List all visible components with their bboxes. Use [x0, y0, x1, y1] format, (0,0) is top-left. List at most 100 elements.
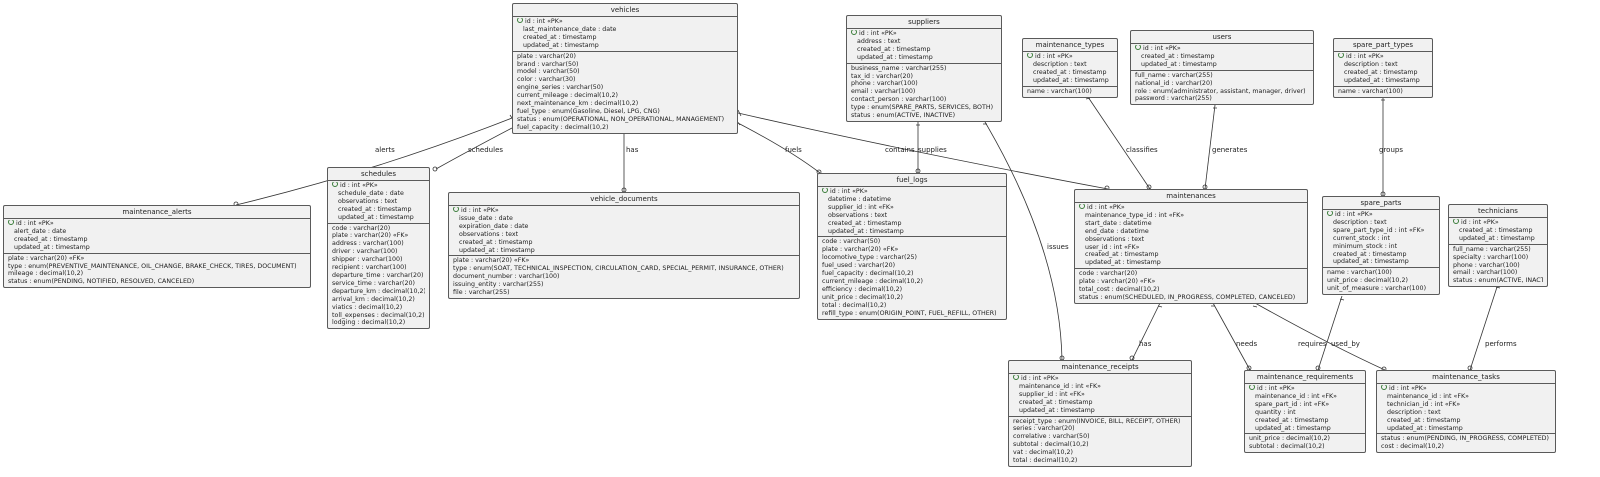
entity-title: users	[1131, 31, 1313, 44]
key-section-row: created_at : timestamp	[1327, 251, 1435, 259]
field-text: updated_at : timestamp	[14, 243, 90, 251]
attribute-row: arrival_km : decimal(10,2)	[332, 295, 415, 303]
field-text: description : text	[1033, 60, 1087, 68]
key-section-row: created_at : timestamp	[1013, 399, 1187, 407]
field-text: id : int «PK»	[1257, 385, 1295, 392]
edge-issues	[984, 121, 1063, 361]
field-text: maintenance_id : int «FK»	[1255, 392, 1337, 400]
field-text: created_at : timestamp	[1141, 52, 1215, 60]
key-section-row: created_at : timestamp	[1381, 417, 1551, 425]
entity-title: maintenance_requirements	[1245, 371, 1365, 384]
key-section-row: observations : text	[453, 231, 795, 239]
primary-key-icon	[1453, 219, 1459, 224]
primary-key-row: id : int «PK»	[1453, 219, 1543, 227]
field-text: created_at : timestamp	[14, 235, 88, 243]
key-section-row: updated_at : timestamp	[851, 54, 997, 62]
label-classifies: classifies	[1126, 146, 1158, 154]
field-text: observations : text	[338, 197, 398, 205]
entity-attribute-section: code : varchar(20)plate : varchar(20) «F…	[1075, 269, 1307, 303]
entity-title: spare_parts	[1323, 197, 1439, 210]
primary-key-row: id : int «PK»	[822, 188, 1002, 196]
attribute-row: name : varchar(100)	[1327, 269, 1392, 277]
primary-key-row: id : int «PK»	[1338, 53, 1428, 61]
field-text: created_at : timestamp	[1459, 226, 1533, 234]
field-text: updated_at : timestamp	[1019, 406, 1095, 414]
label-supplies: supplies	[918, 146, 947, 154]
field-text: id : int «PK»	[1335, 211, 1373, 218]
primary-key-row: id : int «PK»	[1327, 211, 1435, 219]
edge-contains	[737, 112, 1109, 190]
entity-title: maintenance_alerts	[4, 206, 310, 219]
key-section-row: supplier_id : int «FK»	[1013, 391, 1187, 399]
attribute-row: engine_series : varchar(50)	[517, 84, 604, 92]
field-text: id : int «PK»	[16, 220, 54, 227]
entity-attribute-section: name : varchar(100)	[1023, 87, 1117, 97]
primary-key-icon	[1338, 53, 1344, 58]
field-text: updated_at : timestamp	[1387, 424, 1463, 432]
attribute-row: name : varchar(100)	[1027, 87, 1092, 95]
attribute-row: full_name : varchar(255)	[1453, 245, 1531, 253]
field-text: id : int «PK»	[1461, 219, 1499, 226]
attribute-row: document_number : varchar(100)	[453, 273, 560, 281]
edge-alerts	[235, 117, 513, 206]
key-section-row: minimum_stock : int	[1327, 243, 1435, 251]
label-generates: generates	[1212, 146, 1248, 154]
entity-title: maintenance_types	[1023, 39, 1117, 52]
field-text: id : int «PK»	[1389, 385, 1427, 392]
field-text: created_at : timestamp	[1387, 416, 1461, 424]
attribute-row: status : enum(ACTIVE, INACTIVE)	[851, 112, 956, 120]
key-section-row: updated_at : timestamp	[332, 214, 425, 222]
primary-key-row: id : int «PK»	[1381, 385, 1551, 393]
key-section-row: maintenance_id : int «FK»	[1381, 393, 1551, 401]
key-section-row: address : text	[851, 38, 997, 46]
field-text: id : int «PK»	[461, 207, 499, 214]
field-text: start_date : datetime	[1085, 219, 1152, 227]
field-text: address : text	[857, 37, 901, 45]
key-section-row: updated_at : timestamp	[1013, 407, 1187, 415]
attribute-row: phone : varchar(100)	[851, 80, 918, 88]
entity-attribute-section: plate : varchar(20) «FK»type : enum(SOAT…	[449, 256, 799, 298]
attribute-row: phone : varchar(100)	[1453, 261, 1520, 269]
edge-schedules	[435, 127, 513, 170]
primary-key-row: id : int «PK»	[1079, 204, 1303, 212]
field-text: created_at : timestamp	[1333, 250, 1407, 258]
primary-key-row: id : int «PK»	[1249, 385, 1361, 393]
label-requires: requires	[1298, 340, 1327, 348]
primary-key-row: id : int «PK»	[1013, 375, 1187, 383]
key-section-row: quantity : int	[1249, 409, 1361, 417]
attribute-row: viatics : decimal(10,2)	[332, 303, 403, 311]
attribute-row: email : varchar(100)	[851, 88, 916, 96]
attribute-row: plate : varchar(20) «FK»	[332, 232, 409, 240]
key-section-row: maintenance_id : int «FK»	[1013, 383, 1187, 391]
key-section-row: updated_at : timestamp	[1079, 259, 1303, 267]
key-section-row: created_at : timestamp	[851, 46, 997, 54]
primary-key-icon	[453, 207, 459, 212]
primary-key-row: id : int «PK»	[332, 182, 425, 190]
field-text: description : text	[1333, 218, 1387, 226]
field-text: schedule_date : date	[338, 189, 404, 197]
field-text: maintenance_type_id : int «FK»	[1085, 211, 1185, 219]
primary-key-icon	[1249, 385, 1255, 390]
key-section-row: updated_at : timestamp	[1027, 77, 1113, 85]
field-text: end_date : datetime	[1085, 227, 1149, 235]
key-section-row: created_at : timestamp	[822, 220, 1002, 228]
field-text: observations : text	[459, 230, 519, 238]
attribute-row: specialty : varchar(100)	[1453, 253, 1529, 261]
entity-title: maintenances	[1075, 190, 1307, 203]
field-text: created_at : timestamp	[1019, 398, 1093, 406]
key-section-row: last_maintenance_date : date	[517, 26, 733, 34]
attribute-row: tax_id : varchar(20)	[851, 72, 913, 80]
attribute-row: name : varchar(100)	[1338, 87, 1403, 95]
entity-attribute-section: name : varchar(100)unit_price : decimal(…	[1323, 268, 1439, 294]
field-text: id : int «PK»	[1087, 204, 1125, 211]
field-text: created_at : timestamp	[1085, 251, 1159, 259]
primary-key-icon	[851, 30, 857, 35]
attribute-row: toll_expenses : decimal(10,2)	[332, 311, 425, 319]
